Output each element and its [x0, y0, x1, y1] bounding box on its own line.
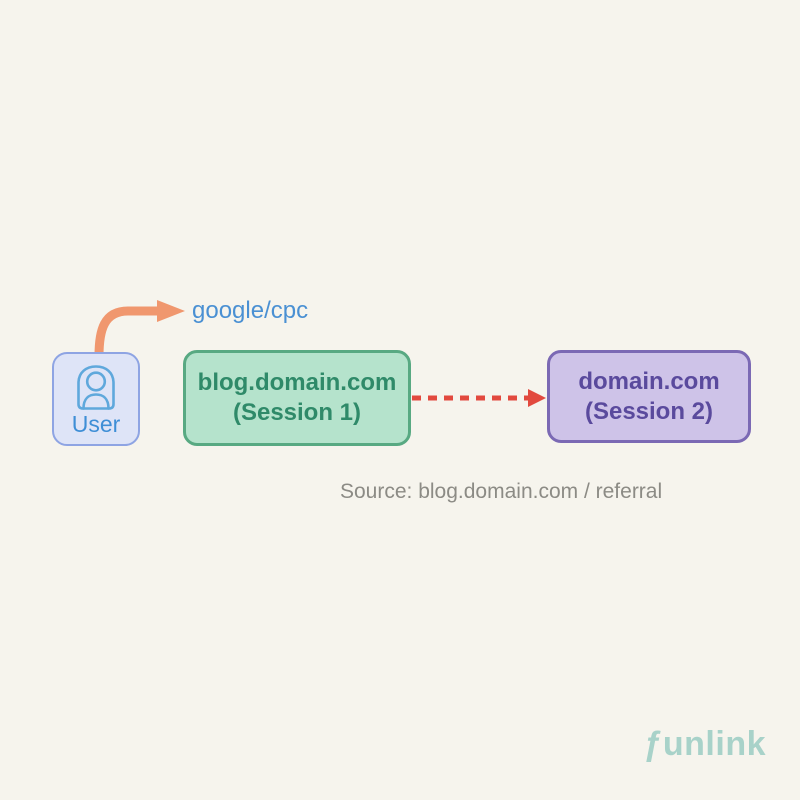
- session1-title: blog.domain.com: [197, 369, 397, 396]
- session2-node: domain.com (Session 2): [547, 350, 751, 443]
- session1-subtitle: (Session 1): [232, 399, 362, 426]
- user-icon: [77, 365, 115, 410]
- user-node: User: [52, 352, 140, 446]
- user-node-label: User: [71, 411, 121, 437]
- funlink-logo: ƒunlink: [643, 725, 766, 764]
- funlink-logo-rest: unlink: [662, 725, 766, 763]
- funlink-logo-first-letter: ƒ: [643, 725, 663, 763]
- session1-node: blog.domain.com (Session 1): [183, 350, 411, 446]
- campaign-label: google/cpc: [192, 297, 309, 324]
- session2-title: domain.com: [578, 367, 720, 395]
- source-caption: Source: blog.domain.com / referral: [340, 480, 663, 503]
- dashed-arrow-icon: [412, 389, 546, 407]
- curved-arrow-icon: [94, 300, 185, 360]
- session2-subtitle: (Session 2): [584, 397, 714, 425]
